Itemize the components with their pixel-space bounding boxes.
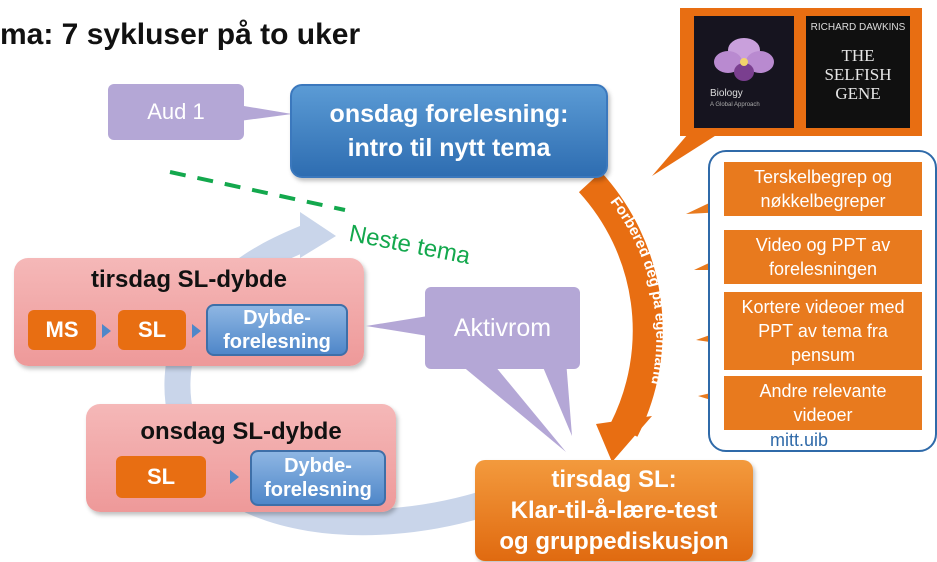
resource-1-line-2: nøkkelbegreper — [760, 191, 886, 211]
resource-item-2: Video og PPT av forelesningen — [724, 230, 922, 284]
tirsdag-sl-line-1: tirsdag SL: — [551, 466, 677, 493]
onsdag-forelesning-line-2: intro til nytt tema — [347, 134, 551, 162]
orchid-image — [714, 38, 774, 81]
selfish-gene-author: RICHARD DAWKINS — [810, 22, 906, 33]
resource-2-line-1: Video og PPT av — [755, 235, 891, 255]
onsdag-dybde-title: onsdag SL-dybde — [140, 418, 342, 445]
tirsdag-sl-line-2: Klar-til-å-lære-test — [510, 497, 718, 524]
aktivrom-callout: Aktivrom — [425, 287, 580, 369]
biology-book-subtitle: A Global Approach — [710, 102, 760, 108]
resource-item-1: Terskelbegrep og nøkkelbegreper — [724, 162, 922, 216]
tirsdag-dybde-title: tirsdag SL-dybde — [90, 266, 288, 293]
onsdag-sl-step: SL — [116, 456, 206, 498]
resource-item-3: Kortere videoer med PPT av tema fra pens… — [724, 292, 922, 370]
onsdag-step-arrow — [230, 470, 239, 484]
resource-3-line-3: pensum — [790, 345, 856, 365]
tirsdag-step-arrow-1 — [102, 324, 111, 338]
aktiv-callout-tail-down2 — [540, 360, 572, 436]
tirsdag-dybde-lecture: Dybde- forelesning — [206, 304, 348, 356]
resource-3-line-2: PPT av tema fra — [758, 321, 888, 341]
prepare-arrow — [578, 171, 663, 437]
tirsdag-step-arrow-2 — [192, 324, 201, 338]
prepare-arrow-head — [596, 416, 652, 462]
onsdag-dybde-box: onsdag SL-dybde SL Dybde- forelesning — [86, 404, 396, 512]
books-callout: Biology A Global Approach RICHARD DAWKIN… — [680, 8, 922, 136]
resource-2-line-2: forelesningen — [768, 259, 878, 279]
resource-3-line-1: Kortere videoer med — [741, 297, 905, 317]
aud-callout-tail — [232, 104, 292, 122]
onsdag-lecture-line-1: Dybde- — [284, 455, 352, 477]
onsdag-lecture-line-2: forelesning — [264, 479, 372, 501]
onsdag-dybde-lecture: Dybde- forelesning — [250, 450, 386, 506]
resource-4-line-1: Andre relevante — [759, 381, 887, 401]
onsdag-forelesning-line-1: onsdag forelesning: — [329, 100, 569, 128]
platform-label: mitt.uib — [770, 430, 829, 450]
tirsdag-sl-box: tirsdag SL: Klar-til-å-lære-test og grup… — [475, 460, 753, 561]
biology-book-cover: Biology A Global Approach — [694, 16, 794, 128]
resource-item-4: Andre relevante videoer — [724, 376, 922, 430]
selfish-gene-title: THE SELFISH GENE — [824, 46, 892, 103]
tirsdag-sl-step: SL — [118, 310, 186, 350]
aktiv-callout-tail-down — [455, 360, 566, 452]
resource-1-line-1: Terskelbegrep og — [753, 167, 893, 187]
page-title: ma: 7 sykluser på to uker — [0, 18, 361, 51]
tirsdag-lecture-line-2: forelesning — [223, 331, 331, 353]
tirsdag-sl-line-3: og gruppediskusjon — [499, 528, 729, 555]
tirsdag-dybde-box: tirsdag SL-dybde MS SL Dybde- forelesnin… — [14, 258, 364, 366]
next-topic-line — [169, 170, 346, 212]
biology-book-title: Biology — [710, 88, 743, 99]
cycle-arrow-return-head — [300, 212, 336, 258]
aktiv-callout-tail-left — [366, 316, 428, 336]
resource-4-line-2: videoer — [793, 405, 853, 425]
tirsdag-lecture-line-1: Dybde- — [243, 307, 311, 329]
onsdag-forelesning-box: onsdag forelesning: intro til nytt tema — [290, 84, 608, 178]
selfish-gene-book-cover: RICHARD DAWKINS THE SELFISH GENE — [806, 16, 910, 128]
aud-callout: Aud 1 — [108, 84, 244, 140]
tirsdag-ms-step: MS — [28, 310, 96, 350]
